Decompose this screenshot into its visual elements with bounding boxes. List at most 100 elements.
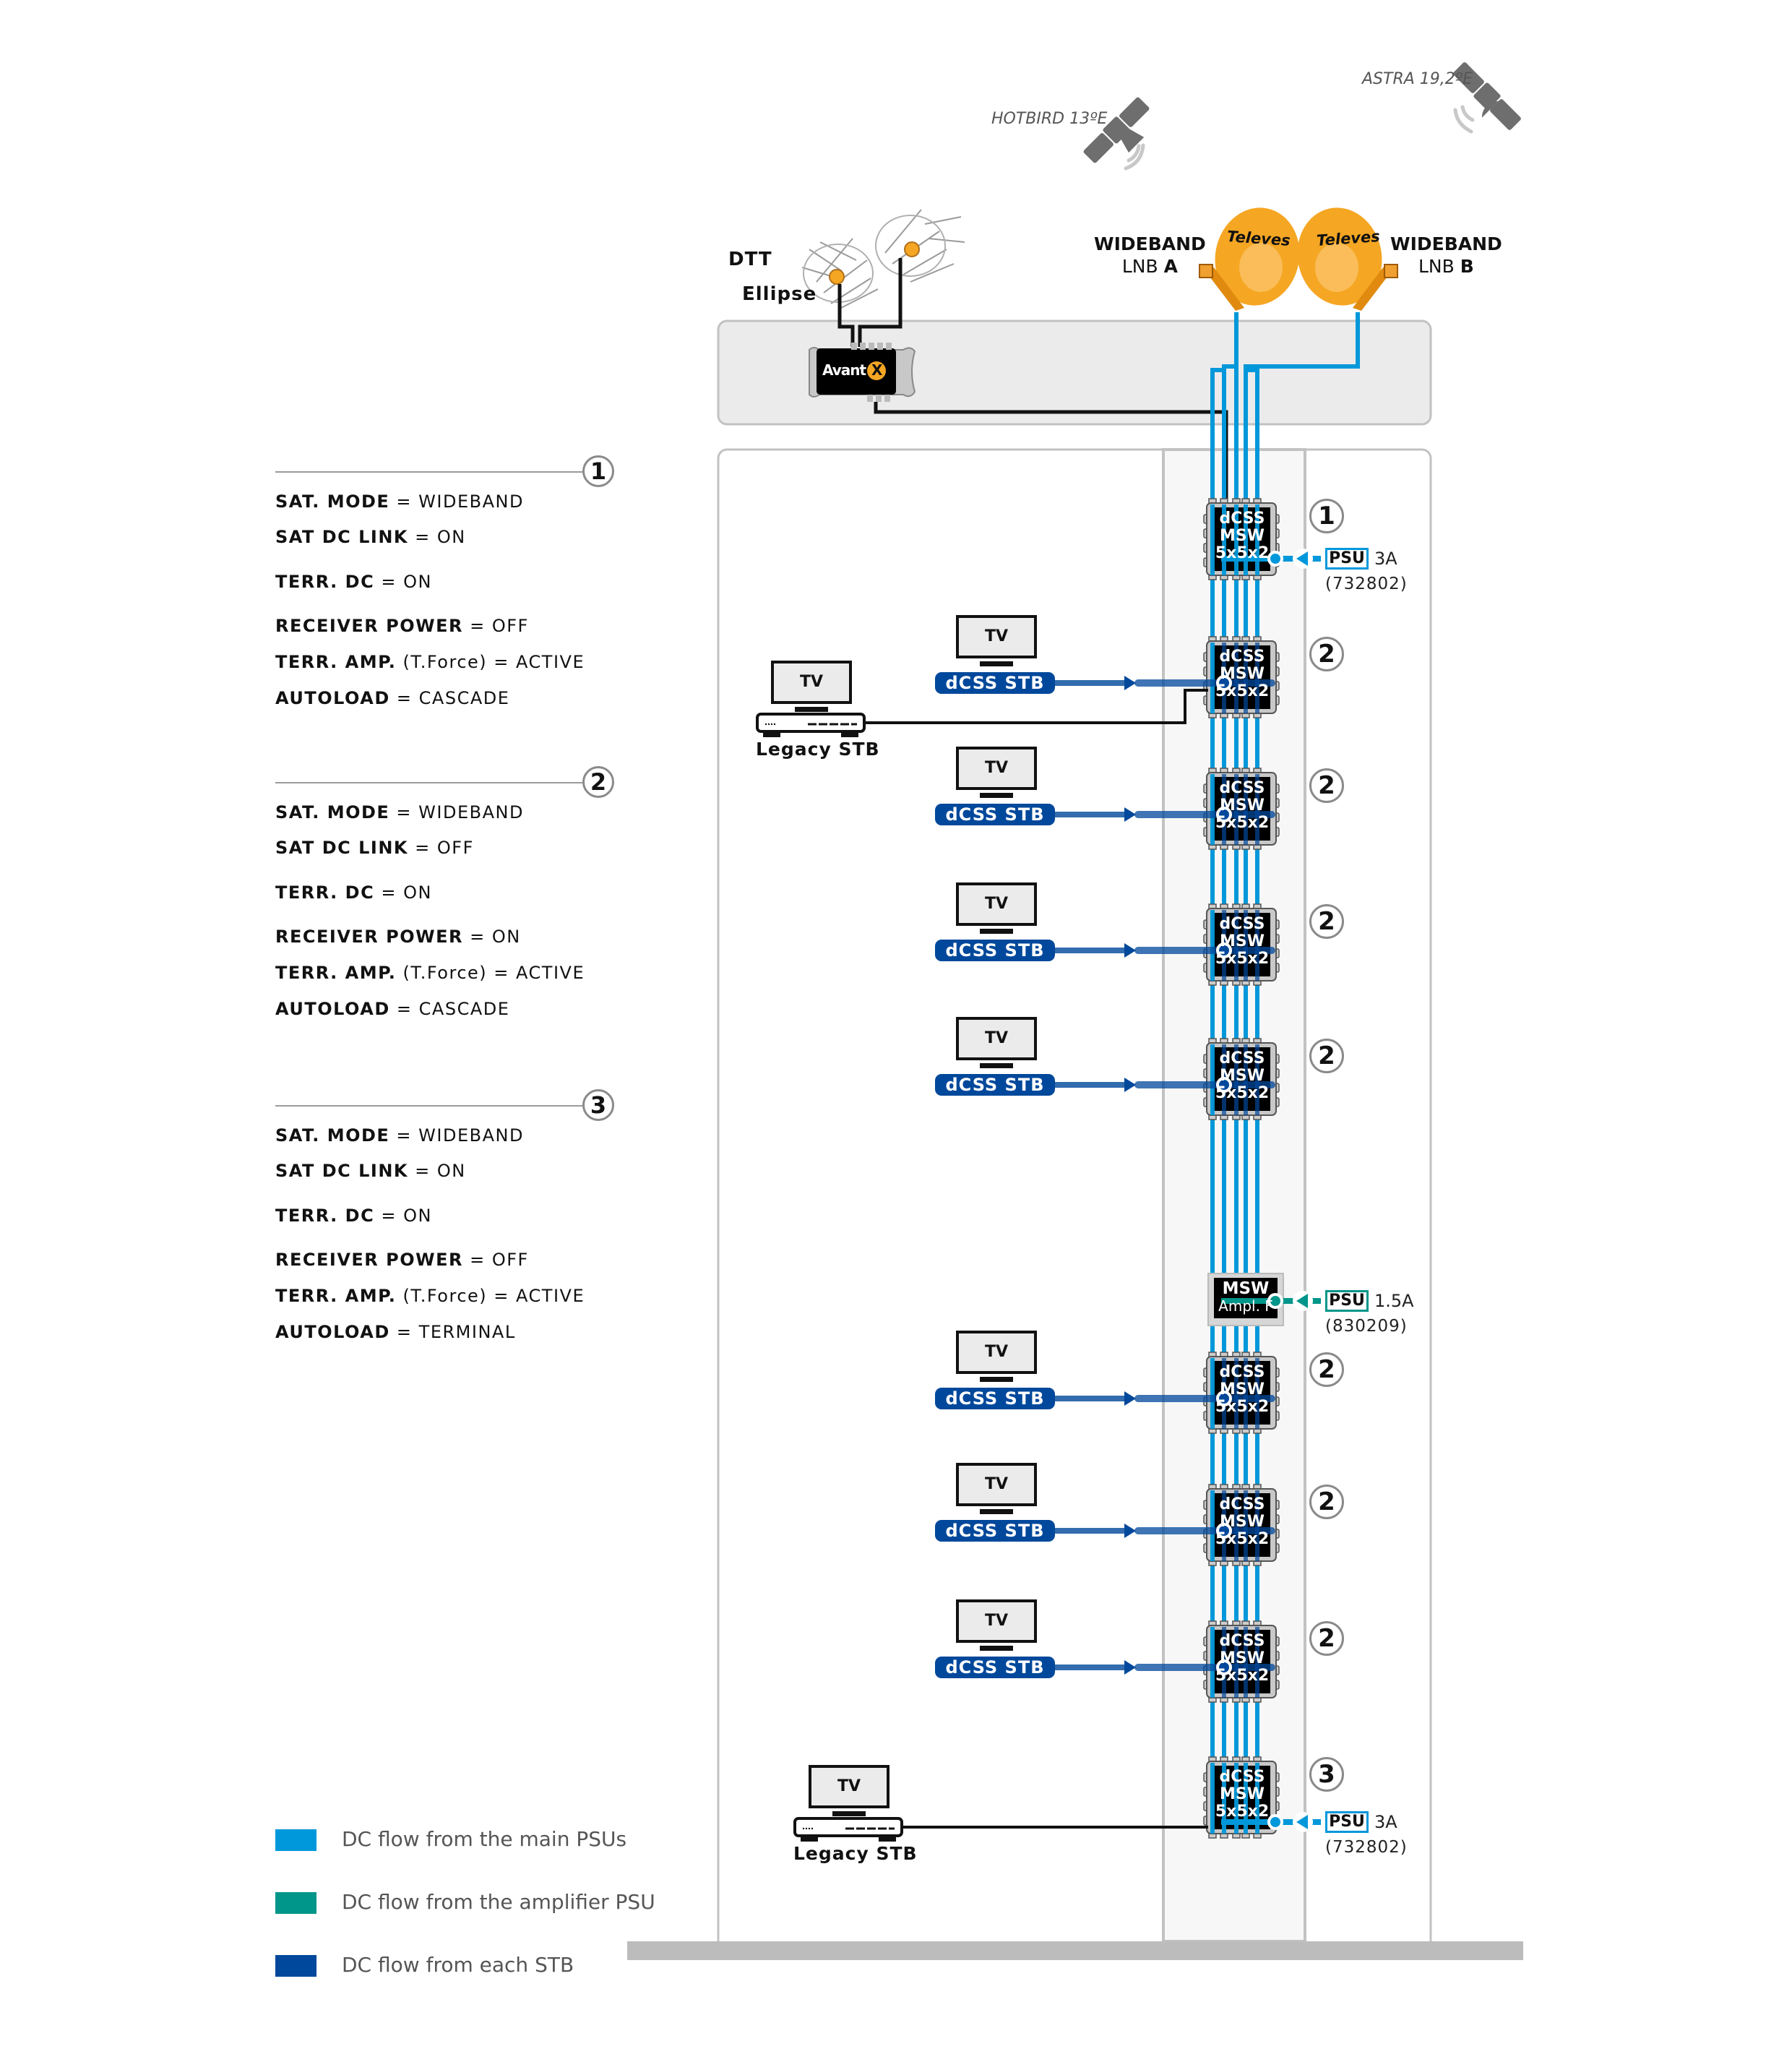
multiswitch-label-line3: 5x5x2: [1215, 1084, 1270, 1102]
tv-label: TV: [984, 1612, 1009, 1630]
psu-current: 3A: [1374, 1812, 1397, 1832]
config-line: SAT. MODE = WIDEBAND: [275, 1125, 524, 1146]
config-note: (T.Force): [402, 1286, 488, 1306]
dcss-stb-badge: dCSS STB: [935, 1074, 1055, 1096]
dtt-label: DTT: [728, 249, 772, 270]
multiswitch-label-line2: MSW: [1219, 527, 1265, 545]
flow-arrow-icon: [1296, 1815, 1308, 1829]
psu-box: PSU: [1325, 548, 1369, 570]
tv-stand: [980, 1646, 1013, 1651]
dtt-amplifier-2-icon: [904, 241, 920, 257]
dtt-antenna-2-icon: [875, 209, 965, 283]
config-value: TERMINAL: [418, 1322, 516, 1342]
config-line: SAT. MODE = WIDEBAND: [275, 802, 524, 822]
config-key: TERR. DC: [275, 1206, 375, 1226]
config-key: SAT DC LINK: [275, 527, 409, 547]
config-value: ON: [403, 572, 432, 592]
dish-b-icon: [1297, 207, 1398, 311]
tv-label: TV: [984, 627, 1009, 645]
flow-arrow-icon: [1124, 1391, 1136, 1406]
flow-arrow-icon: [1124, 676, 1136, 690]
tv-stand: [832, 1811, 866, 1816]
config-line: AUTOLOAD = CASCADE: [275, 688, 510, 708]
stb-dc-feed: [1055, 1077, 1275, 1093]
config-line: TERR. AMP. (T.Force) = ACTIVE: [275, 1286, 585, 1306]
multiswitch-label-line3: 5x5x2: [1215, 1398, 1270, 1416]
flow-arrow-icon: [1124, 1078, 1136, 1092]
config-key: SAT. MODE: [275, 1125, 390, 1146]
config-badge: 2: [1309, 1039, 1344, 1073]
config-badge: 2: [1309, 1621, 1344, 1656]
multiswitch-label-line1: dCSS: [1219, 510, 1265, 528]
config-badge: 2: [1309, 904, 1344, 939]
tv-label: TV: [837, 1777, 861, 1795]
config-value: ACTIVE: [516, 1286, 585, 1306]
tv-label: TV: [984, 1343, 1009, 1361]
config-badge: 3: [1309, 1757, 1344, 1792]
stb-dc-feed: [1055, 1391, 1275, 1406]
psu-reference: (830209): [1325, 1317, 1408, 1336]
config-key: SAT DC LINK: [275, 1161, 409, 1181]
config-value: WIDEBAND: [418, 1125, 524, 1146]
legend-label: DC flow from the amplifier PSU: [342, 1890, 655, 1914]
config-line: TERR. DC = ON: [275, 1206, 432, 1226]
amplifier-label-line2: Ampl. F: [1218, 1297, 1273, 1315]
ellipse-label: Ellipse: [742, 283, 817, 305]
legend-label: DC flow from the main PSUs: [342, 1827, 627, 1851]
multiswitch-label-line2: MSW: [1219, 665, 1265, 683]
config-badge: 2: [1309, 768, 1344, 803]
config-line: SAT DC LINK = ON: [275, 527, 466, 547]
config-key: SAT DC LINK: [275, 838, 409, 858]
tv-icon: TV: [956, 747, 1037, 790]
config-number-badge: 1: [582, 455, 614, 487]
config-key: TERR. AMP.: [275, 652, 397, 672]
config-badge: 2: [1309, 637, 1344, 671]
config-key: AUTOLOAD: [275, 1322, 390, 1342]
tv-icon: TV: [771, 661, 852, 704]
config-key: TERR. DC: [275, 572, 375, 592]
multiswitch-label-line2: MSW: [1219, 1785, 1265, 1803]
multiswitch-label-line1: dCSS: [1219, 1049, 1265, 1068]
dtt-amplifier-1-icon: [829, 269, 845, 285]
tv-icon: TV: [956, 1017, 1037, 1060]
config-line: RECEIVER POWER = ON: [275, 927, 521, 947]
psu-connection: [1221, 1812, 1321, 1832]
multiswitch-label-line3: 5x5x2: [1215, 814, 1270, 832]
legacy-stb-label: Legacy STB: [793, 1843, 918, 1864]
config-divider: [275, 782, 582, 783]
config-key: TERR. AMP.: [275, 963, 397, 983]
config-value: CASCADE: [418, 688, 510, 708]
satellite-label-hotbird: HOTBIRD 13ºE: [991, 110, 1108, 128]
config-key: RECEIVER POWER: [275, 927, 463, 947]
dcss-stb-badge: dCSS STB: [935, 804, 1055, 825]
config-badge: 1: [1309, 499, 1344, 533]
dcss-stb-badge: dCSS STB: [935, 940, 1055, 961]
multiswitch-label-line1: dCSS: [1219, 648, 1265, 666]
config-key: RECEIVER POWER: [275, 1250, 463, 1270]
config-value: ON: [436, 1161, 466, 1181]
config-badge: 2: [1309, 1352, 1344, 1387]
ground-floor: [627, 1941, 1523, 1960]
psu-current: 3A: [1374, 549, 1397, 569]
multiswitch-label-line3: 5x5x2: [1215, 1803, 1270, 1821]
config-value: ON: [436, 527, 466, 547]
config-value: OFF: [491, 616, 529, 636]
tv-stand: [980, 793, 1013, 798]
multiswitch-label-line1: dCSS: [1219, 1768, 1265, 1786]
multiswitch-label-line3: 5x5x2: [1215, 544, 1270, 562]
stb-dc-feed: [1055, 807, 1275, 822]
config-badge: 2: [1309, 1485, 1344, 1519]
legacy-cable: [864, 689, 1208, 724]
legend-swatch: [275, 1955, 316, 1977]
multiswitch-label-line3: 5x5x2: [1215, 950, 1270, 968]
config-divider: [275, 1105, 582, 1107]
config-note: (T.Force): [402, 963, 488, 983]
flow-arrow-icon: [1124, 943, 1136, 958]
psu-reference: (732802): [1325, 575, 1408, 593]
satellite-hotbird-icon: [1083, 97, 1150, 163]
multiswitch-label-line2: MSW: [1219, 1649, 1265, 1667]
config-line: SAT. MODE = WIDEBAND: [275, 491, 524, 512]
psu-box: PSU: [1325, 1811, 1369, 1833]
multiswitch-label-line3: 5x5x2: [1215, 1530, 1270, 1548]
